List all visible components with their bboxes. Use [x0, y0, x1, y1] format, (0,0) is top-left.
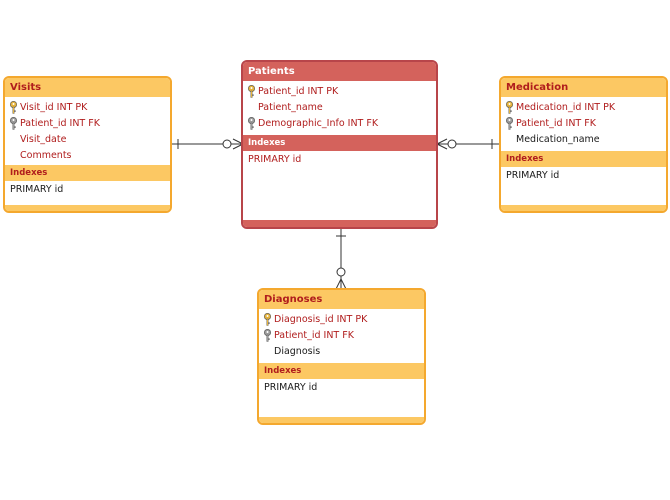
table-patients[interactable]: Patients Patient_id INT PK Patient_name … [241, 60, 438, 229]
indexes-header: Indexes [501, 151, 666, 167]
column-row[interactable]: Patient_id INT FK [5, 116, 170, 132]
column-row[interactable]: Patient_id INT FK [259, 328, 424, 344]
indexes-header: Indexes [259, 363, 424, 379]
column-label: Patient_name [258, 102, 323, 113]
column-row[interactable]: Diagnosis [259, 344, 424, 360]
index-row[interactable]: PRIMARY id [264, 382, 318, 393]
column-row[interactable]: Visit_id INT PK [5, 100, 170, 116]
column-label: Diagnosis_id INT PK [274, 314, 368, 325]
patients-diagnoses-connector[interactable] [335, 229, 347, 290]
index-row[interactable]: PRIMARY id [10, 184, 64, 195]
primary-key-icon [505, 100, 514, 114]
column-row[interactable]: Demographic_Info INT FK [243, 116, 436, 132]
table-title: Patients [243, 62, 436, 81]
column-row[interactable]: Diagnosis_id INT PK [259, 312, 424, 328]
column-row[interactable]: Medication_name [501, 132, 666, 148]
column-row[interactable]: Patient_id INT FK [501, 116, 666, 132]
primary-key-icon [263, 312, 272, 326]
column-label: Visit_id INT PK [20, 102, 88, 113]
column-label: Medication_id INT PK [516, 102, 616, 113]
column-label: Patient_id INT FK [20, 118, 100, 129]
table-visits[interactable]: Visits Visit_id INT PK Patient_id INT FK… [3, 76, 172, 213]
visits-patients-connector[interactable] [171, 138, 244, 150]
column-list: Medication_id INT PK Patient_id INT FK M… [501, 97, 666, 148]
table-footer [501, 205, 666, 211]
indexes-header: Indexes [243, 135, 436, 151]
primary-key-icon [9, 100, 18, 114]
indexes-header: Indexes [5, 165, 170, 181]
column-label: Patient_id INT PK [258, 86, 339, 97]
table-footer [5, 205, 170, 211]
column-label: Demographic_Info INT FK [258, 118, 379, 129]
foreign-key-icon [9, 116, 18, 130]
column-list: Patient_id INT PK Patient_name Demograph… [243, 81, 436, 132]
table-diagnoses[interactable]: Diagnoses Diagnosis_id INT PK Patient_id… [257, 288, 426, 425]
column-label: Patient_id INT FK [274, 330, 354, 341]
foreign-key-icon [263, 328, 272, 342]
table-title: Medication [501, 78, 666, 97]
column-label: Patient_id INT FK [516, 118, 596, 129]
patients-medication-connector[interactable] [436, 138, 500, 150]
column-label: Comments [20, 150, 72, 161]
column-list: Visit_id INT PK Patient_id INT FK Visit_… [5, 97, 170, 164]
column-row[interactable]: Visit_date [5, 132, 170, 148]
table-title: Visits [5, 78, 170, 97]
column-label: Diagnosis [274, 346, 321, 357]
column-list: Diagnosis_id INT PK Patient_id INT FK Di… [259, 309, 424, 360]
table-medication[interactable]: Medication Medication_id INT PK Patient_… [499, 76, 668, 213]
table-footer [259, 417, 424, 423]
column-row[interactable]: Medication_id INT PK [501, 100, 666, 116]
column-row[interactable]: Patient_name [243, 100, 436, 116]
column-label: Medication_name [516, 134, 600, 145]
table-footer [243, 220, 436, 227]
table-title: Diagnoses [259, 290, 424, 309]
foreign-key-icon [505, 116, 514, 130]
index-row[interactable]: PRIMARY id [248, 154, 302, 165]
index-row[interactable]: PRIMARY id [506, 170, 560, 181]
column-row[interactable]: Comments [5, 148, 170, 164]
column-label: Visit_date [20, 134, 67, 145]
column-row[interactable]: Patient_id INT PK [243, 84, 436, 100]
foreign-key-icon [247, 116, 256, 130]
primary-key-icon [247, 84, 256, 98]
